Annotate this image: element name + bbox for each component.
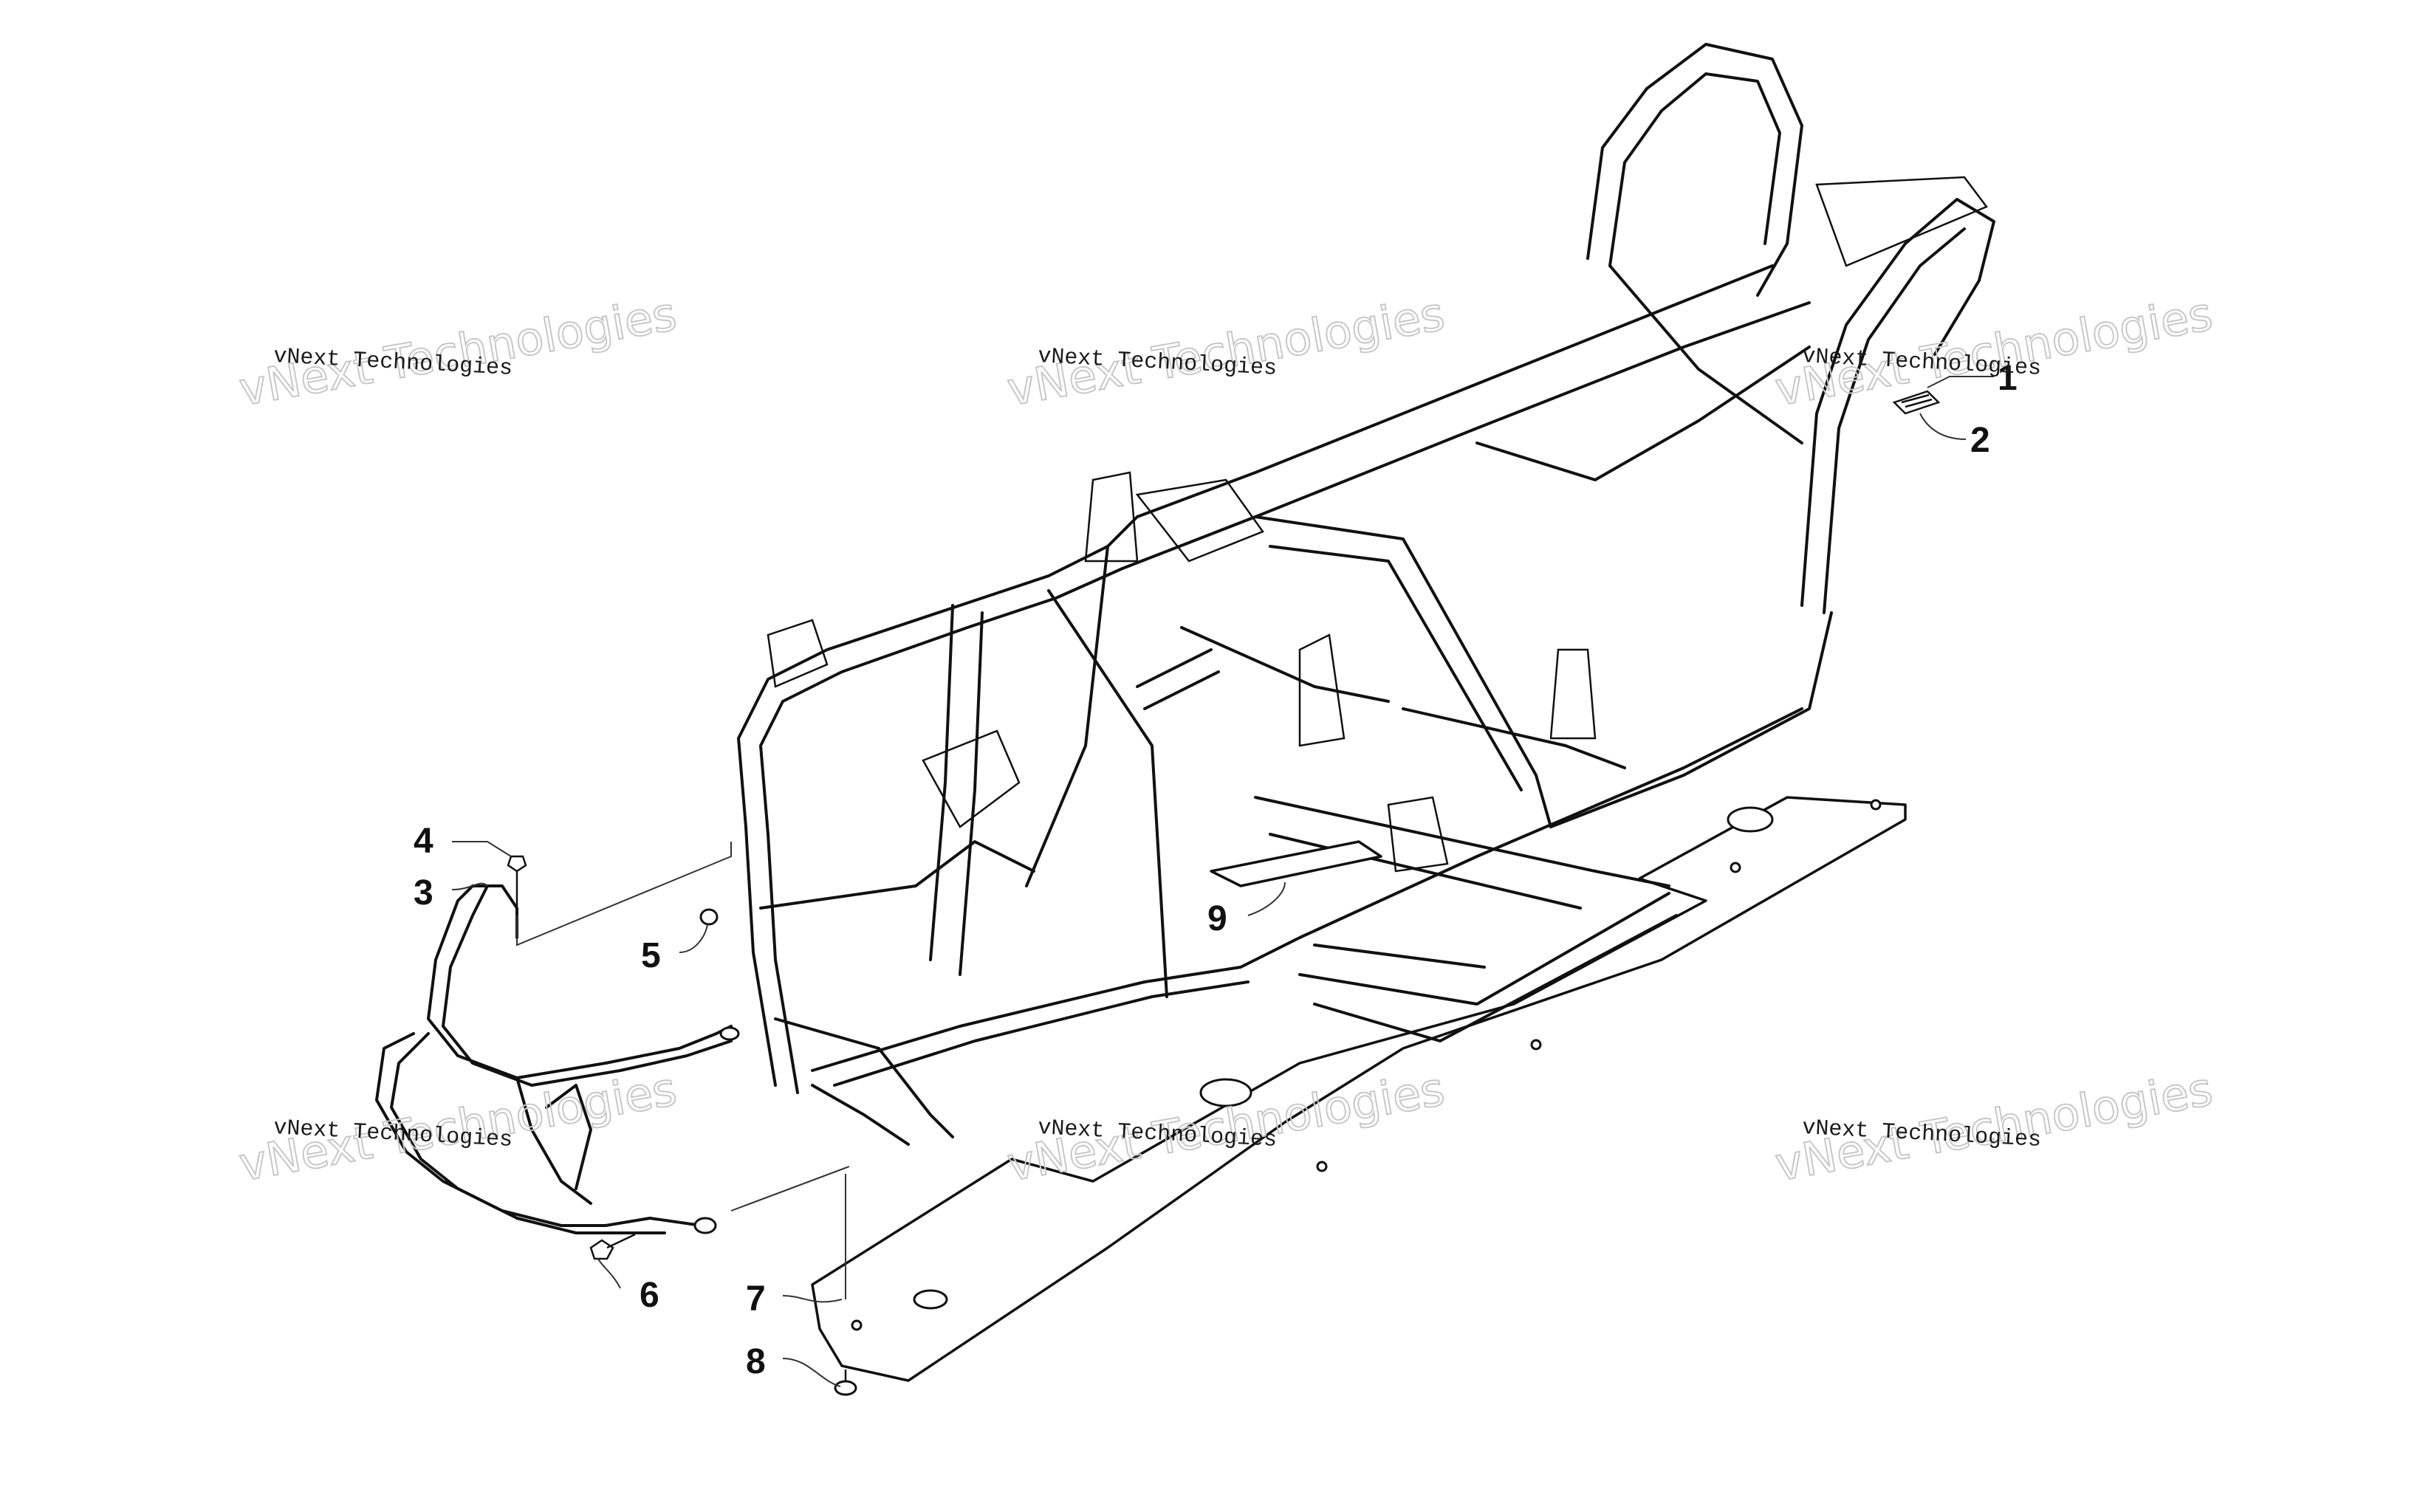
screw-8	[834, 1370, 857, 1396]
front-bumper	[375, 884, 740, 1234]
bolt-6	[589, 1233, 636, 1260]
callout-3: 3	[414, 873, 433, 913]
decal-2	[1892, 390, 1941, 415]
nut-5	[699, 908, 719, 926]
main-frame	[737, 43, 1995, 1146]
callout-5: 5	[641, 936, 661, 975]
callout-7: 7	[746, 1279, 766, 1319]
callouts: 1 2 3 4 5 6 7 8 9	[414, 359, 2018, 1381]
watermarks: vNext Technologies vNext Technologies vN…	[235, 286, 2218, 1192]
callout-9: 9	[1207, 899, 1227, 938]
skid-plate	[811, 796, 1907, 1382]
callout-2: 2	[1970, 421, 1990, 460]
foam-strip	[1210, 840, 1382, 887]
callout-6: 6	[640, 1276, 659, 1315]
callout-1: 1	[1998, 359, 2018, 398]
bolt-4	[507, 855, 527, 908]
leader-lines	[451, 376, 1994, 1387]
callout-4: 4	[414, 822, 433, 861]
callout-8: 8	[746, 1342, 766, 1381]
